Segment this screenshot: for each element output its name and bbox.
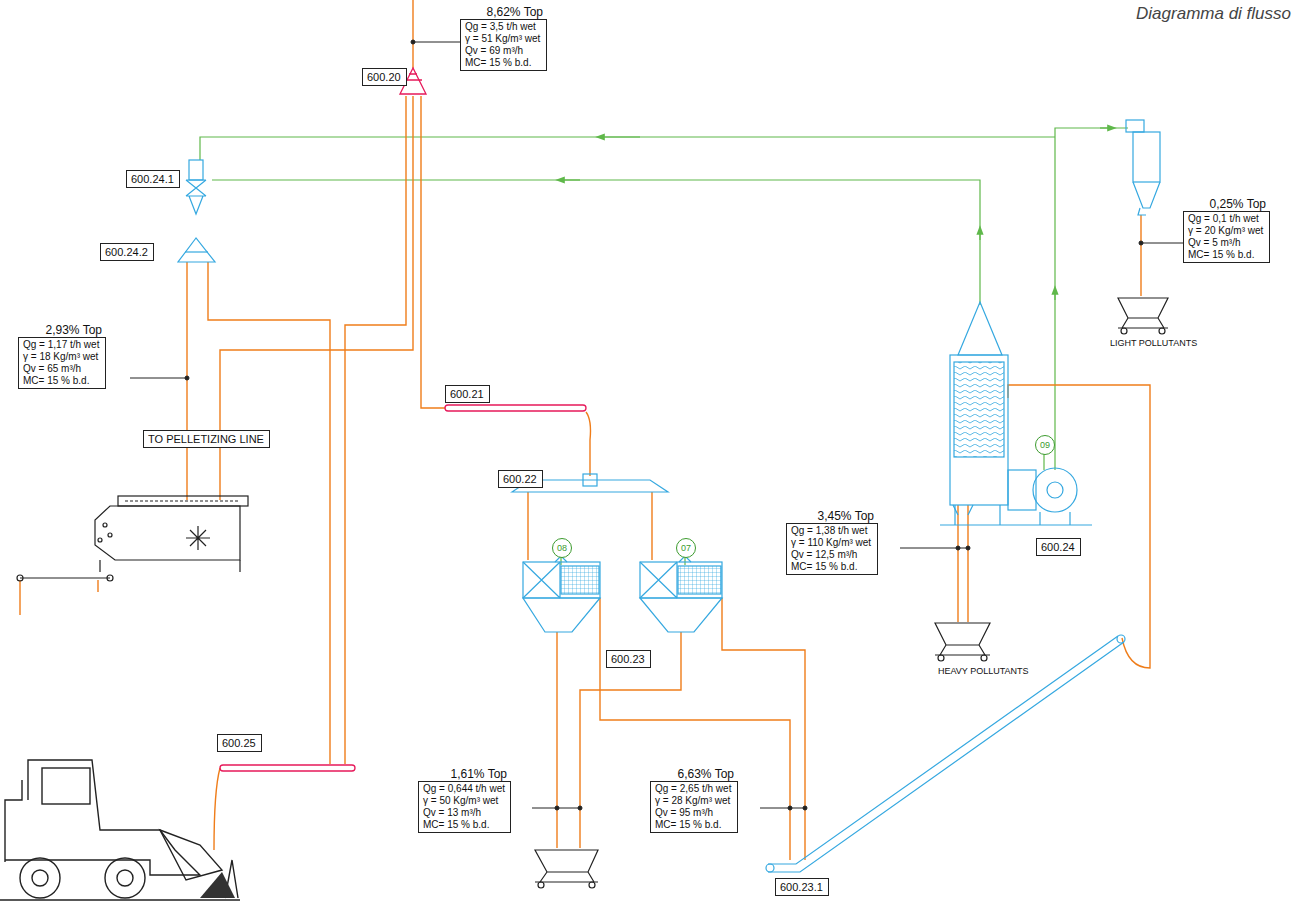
part-label: LIGHT POLLUTANTS (1108, 338, 1199, 348)
data-row: γ = 110 Kg/m³ wet (791, 537, 873, 549)
data-sheet: 3,45% TopQg = 1,38 t/h wetγ = 110 Kg/m³ … (786, 510, 878, 575)
data-row: γ = 18 Kg/m³ wet (23, 351, 101, 363)
data-table: Qg = 0,644 t/h wetγ = 50 Kg/m³ wetQv = 1… (418, 781, 511, 833)
equipment-tag: TO PELLETIZING LINE (143, 430, 270, 448)
data-table: Qg = 2,65 t/h wetγ = 28 Kg/m³ wetQv = 95… (650, 781, 738, 833)
data-row: MC= 15 % b.d. (655, 819, 733, 831)
data-row: Qv = 69 m³/h (465, 45, 542, 57)
data-row: Qg = 3,5 t/h wet (465, 21, 542, 33)
data-row: MC= 15 % b.d. (423, 819, 506, 831)
percent-heading: 1,61% Top (418, 768, 511, 781)
data-row: MC= 15 % b.d. (465, 57, 542, 69)
callout-number: 07 (676, 538, 696, 558)
data-row: MC= 15 % b.d. (1188, 249, 1265, 261)
percent-heading: 2,93% Top (18, 324, 106, 337)
data-table: Qg = 3,5 t/h wetγ = 51 Kg/m³ wetQv = 69 … (460, 19, 547, 71)
tag-label: 600.25 (217, 734, 262, 752)
tag-label: 600.23.1 (775, 878, 829, 896)
percent-heading: 0,25% Top (1183, 198, 1270, 211)
data-row: Qv = 5 m³/h (1188, 237, 1265, 249)
equipment-tag: 600.21 (445, 385, 490, 403)
data-row: γ = 28 Kg/m³ wet (655, 795, 733, 807)
equipment-tag: 600.22 (498, 470, 543, 488)
part-label: HEAVY POLLUTANTS (936, 666, 1031, 676)
tag-label: 600.24.2 (100, 243, 154, 261)
data-row: Qv = 95 m³/h (655, 807, 733, 819)
equipment-tag: 600.24.2 (100, 243, 154, 261)
percent-heading: 3,45% Top (786, 510, 878, 523)
equipment-tag: 600.24.1 (126, 170, 180, 188)
equipment-tag: 600.23.1 (775, 878, 829, 896)
data-sheet: 2,93% TopQg = 1,17 t/h wetγ = 18 Kg/m³ w… (18, 324, 106, 389)
data-row: MC= 15 % b.d. (23, 375, 101, 387)
data-row: Qv = 12,5 m³/h (791, 549, 873, 561)
data-row: MC= 15 % b.d. (791, 561, 873, 573)
data-table: Qg = 1,17 t/h wetγ = 18 Kg/m³ wetQv = 65… (18, 337, 106, 389)
data-row: γ = 50 Kg/m³ wet (423, 795, 506, 807)
data-row: Qg = 0,1 t/h wet (1188, 213, 1265, 225)
data-sheet: 1,61% TopQg = 0,644 t/h wetγ = 50 Kg/m³ … (418, 768, 511, 833)
tag-label: 600.22 (498, 470, 543, 488)
callout-number: 08 (552, 538, 572, 558)
equipment-tag: 600.20 (362, 68, 407, 86)
data-table: Qg = 1,38 t/h wetγ = 110 Kg/m³ wetQv = 1… (786, 523, 878, 575)
instrument-circle: 07 (676, 538, 697, 558)
percent-heading: 8,62% Top (460, 6, 547, 19)
instrument-circle: 08 (552, 538, 573, 558)
tag-label: 600.21 (445, 385, 490, 403)
data-row: Qv = 13 m³/h (423, 807, 506, 819)
callout-number: 09 (1035, 435, 1055, 455)
data-row: Qg = 0,644 t/h wet (423, 783, 506, 795)
equipment-tag: 600.25 (217, 734, 262, 752)
equipment-tag: 600.24 (1036, 538, 1081, 556)
data-sheet: 6,63% TopQg = 2,65 t/h wetγ = 28 Kg/m³ w… (650, 768, 738, 833)
data-sheet: 8,62% TopQg = 3,5 t/h wetγ = 51 Kg/m³ we… (460, 6, 547, 71)
instrument-circle: 09 (1035, 435, 1056, 455)
tag-label: 600.23 (606, 650, 651, 668)
tag-label: TO PELLETIZING LINE (143, 430, 270, 448)
data-row: Qg = 1,17 t/h wet (23, 339, 101, 351)
data-row: γ = 20 Kg/m³ wet (1188, 225, 1265, 237)
percent-heading: 6,63% Top (650, 768, 738, 781)
diagram-title: Diagramma di flusso (1136, 4, 1291, 24)
equipment-tag: 600.23 (606, 650, 651, 668)
data-row: Qg = 2,65 t/h wet (655, 783, 733, 795)
data-row: Qv = 65 m³/h (23, 363, 101, 375)
data-row: Qg = 1,38 t/h wet (791, 525, 873, 537)
tag-label: 600.20 (362, 68, 407, 86)
data-sheet: 0,25% TopQg = 0,1 t/h wetγ = 20 Kg/m³ we… (1183, 198, 1270, 263)
data-row: γ = 51 Kg/m³ wet (465, 33, 542, 45)
tag-label: 600.24 (1036, 538, 1081, 556)
tag-label: 600.24.1 (126, 170, 180, 188)
data-table: Qg = 0,1 t/h wetγ = 20 Kg/m³ wetQv = 5 m… (1183, 211, 1270, 263)
